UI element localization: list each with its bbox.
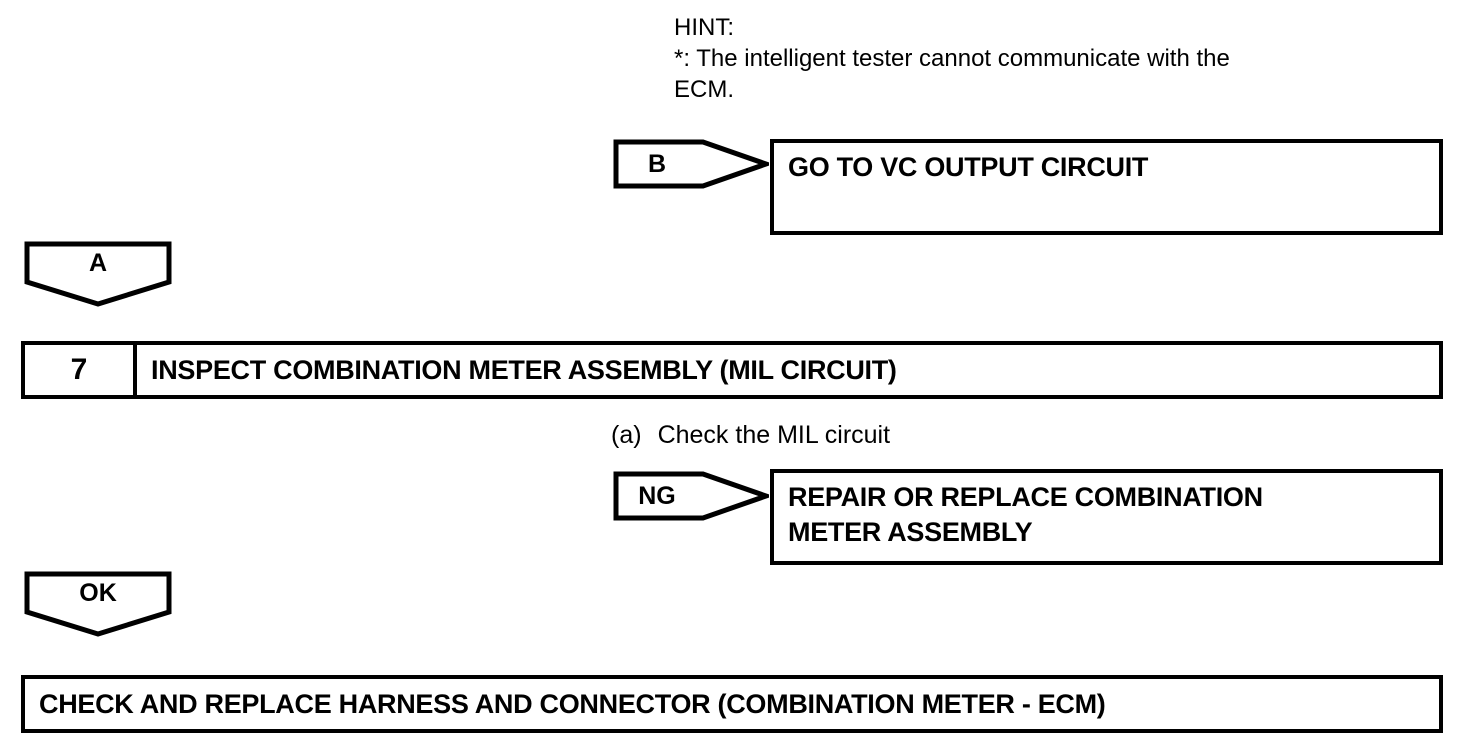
down-pentagon-icon [24,571,172,637]
final-action-bar: CHECK AND REPLACE HARNESS AND CONNECTOR … [21,675,1443,733]
branch-tag-ng: NG [613,471,769,521]
connector-tag-a-label: A [88,248,108,277]
branch-tag-b: B [613,139,769,189]
hint-title: HINT: [674,14,734,41]
substep-marker: (a) [611,421,642,449]
branch-tag-b-label: B [647,149,667,178]
step-7-bar: 7 INSPECT COMBINATION METER ASSEMBLY (MI… [21,341,1443,399]
hint-line-1: *: The intelligent tester cannot communi… [674,45,1230,72]
branch-tag-ok-label: OK [79,578,117,607]
branch-tag-ng-label: NG [638,481,676,510]
hint-line-2: ECM. [674,76,734,103]
branch-b-result-box: GO TO VC OUTPUT CIRCUIT [770,139,1443,235]
step-7-substep-a: (a) Check the MIL circuit [611,421,890,450]
step-7-title: INSPECT COMBINATION METER ASSEMBLY (MIL … [151,354,897,385]
branch-tag-ok: OK [24,571,172,637]
branch-ng-result-box: REPAIR OR REPLACE COMBINATION METER ASSE… [770,469,1443,565]
branch-ng-result-line-2: METER ASSEMBLY [788,517,1033,547]
substep-text: Check the MIL circuit [657,421,891,449]
connector-tag-a: A [24,241,172,307]
step-7-number: 7 [25,345,137,395]
hint-block: HINT: *: The intelligent tester cannot c… [674,12,1404,105]
final-action-text: CHECK AND REPLACE HARNESS AND CONNECTOR … [39,688,1106,719]
pennant-arrow-icon [613,139,769,189]
down-pentagon-icon [24,241,172,307]
pennant-arrow-icon [613,471,769,521]
branch-ng-result-line-1: REPAIR OR REPLACE COMBINATION [788,482,1263,512]
branch-b-result-line: GO TO VC OUTPUT CIRCUIT [788,152,1149,182]
